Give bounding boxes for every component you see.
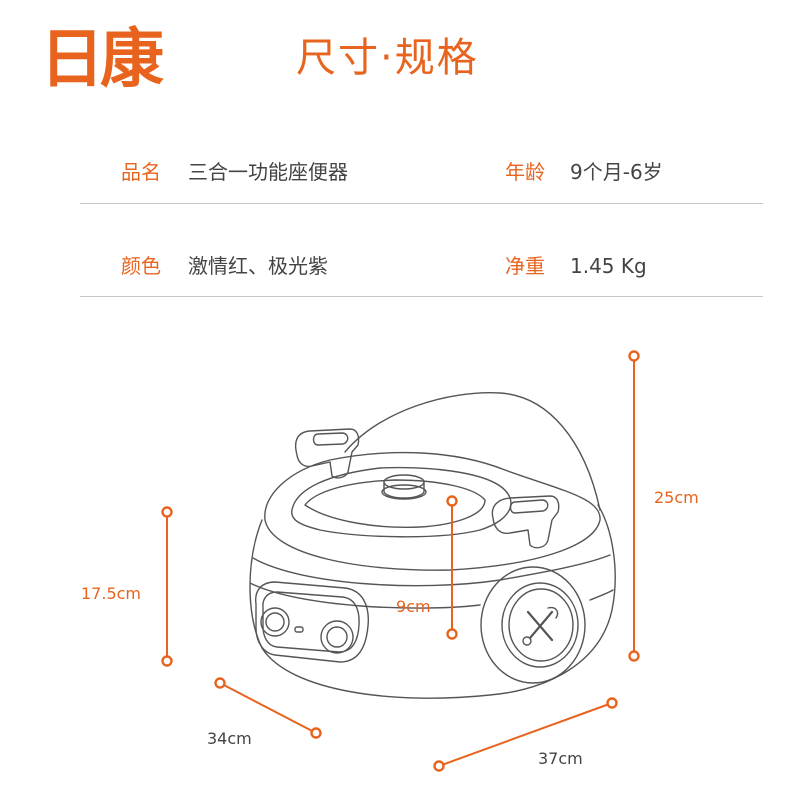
potty-drawing [249, 392, 616, 699]
dim-label-height-right: 25cm [654, 488, 699, 507]
dim-dot [433, 760, 445, 772]
dim-line-depth [219, 682, 317, 734]
spec-divider-1 [80, 203, 763, 204]
spec-label-name: 品名 [121, 160, 161, 184]
dim-label-width: 37cm [538, 749, 583, 768]
dim-dot [446, 495, 458, 507]
spec-label-color: 颜色 [121, 254, 161, 278]
dim-dot [628, 650, 640, 662]
dim-dot [310, 727, 322, 739]
spec-label-age: 年龄 [505, 160, 545, 184]
dim-label-depth: 34cm [207, 729, 252, 748]
dimension-lines [166, 356, 635, 767]
dim-dot [161, 506, 173, 518]
dim-dot [161, 655, 173, 667]
spec-value-color: 激情红、极光紫 [188, 254, 328, 278]
dim-label-height-left: 17.5cm [81, 584, 141, 603]
dim-label-inner-depth: 9cm [396, 597, 431, 616]
dimension-endpoints [161, 350, 640, 772]
spec-value-age: 9个月-6岁 [570, 160, 663, 184]
brand-logo: 日康 [40, 23, 164, 97]
dim-line-width [438, 702, 613, 767]
product-dimension-diagram: 17.5cm 25cm 9cm 34cm 37cm [81, 350, 699, 772]
spec-value-name: 三合一功能座便器 [188, 160, 348, 184]
spec-divider-2 [80, 296, 763, 297]
spec-value-weight: 1.45 Kg [570, 254, 647, 278]
dim-dot [628, 350, 640, 362]
spec-label-weight: 净重 [505, 254, 545, 278]
dim-dot [446, 628, 458, 640]
dim-dot [606, 697, 618, 709]
dim-dot [214, 677, 226, 689]
page-title: 尺寸·规格 [296, 35, 479, 81]
